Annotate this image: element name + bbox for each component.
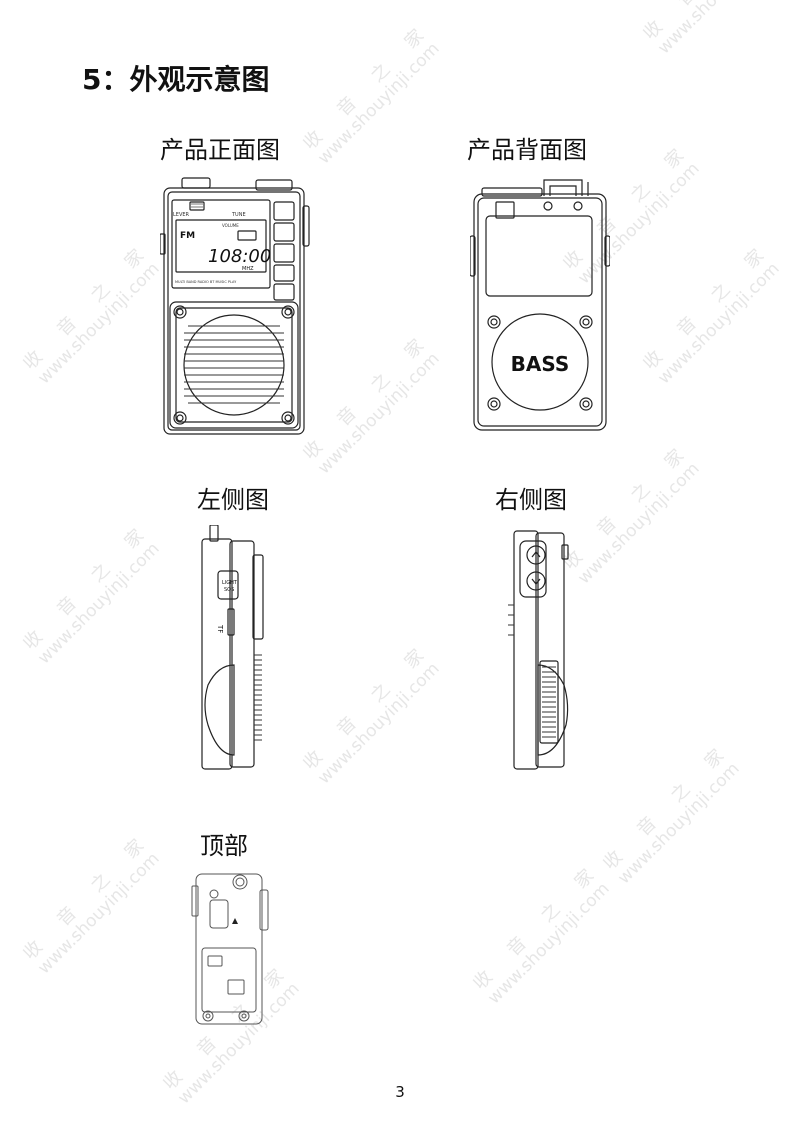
lcd-frequency: 108:00 — [208, 246, 271, 267]
right-view-caption: 右侧图 — [495, 486, 567, 514]
top-view-caption: 顶部 — [200, 832, 248, 860]
top-view-illustration — [191, 873, 269, 1025]
lcd-volume-label: VOLUME — [222, 223, 239, 228]
lcd-band-label: FM — [180, 231, 195, 241]
section-title: 5：外观示意图 — [82, 63, 270, 96]
front-view-illustration: LEVER TUNE VOLUME FM 108:00 MHZ MULTI BA… — [160, 177, 310, 435]
left-view-illustration: LIGHT SOS TF — [201, 525, 264, 770]
right-view-illustration — [508, 530, 569, 770]
tf-slot-label: TF — [216, 624, 224, 633]
front-view-caption: 产品正面图 — [160, 136, 280, 164]
lcd-tune-label: TUNE — [231, 212, 246, 218]
lcd-lever-label: LEVER — [173, 212, 190, 218]
back-view-caption: 产品背面图 — [467, 136, 587, 164]
back-view-illustration: BASS — [470, 179, 610, 431]
left-view-caption: 左侧图 — [197, 486, 269, 514]
bass-label: BASS — [511, 352, 570, 376]
lcd-unit: MHZ — [242, 266, 254, 272]
page-number: 3 — [395, 1083, 405, 1101]
lcd-model-line: MULTI BAND RADIO BT MUSIC PLAY — [175, 280, 237, 284]
light-sos-label: LIGHT — [222, 580, 238, 586]
light-sos-label-2: SOS — [224, 587, 234, 593]
